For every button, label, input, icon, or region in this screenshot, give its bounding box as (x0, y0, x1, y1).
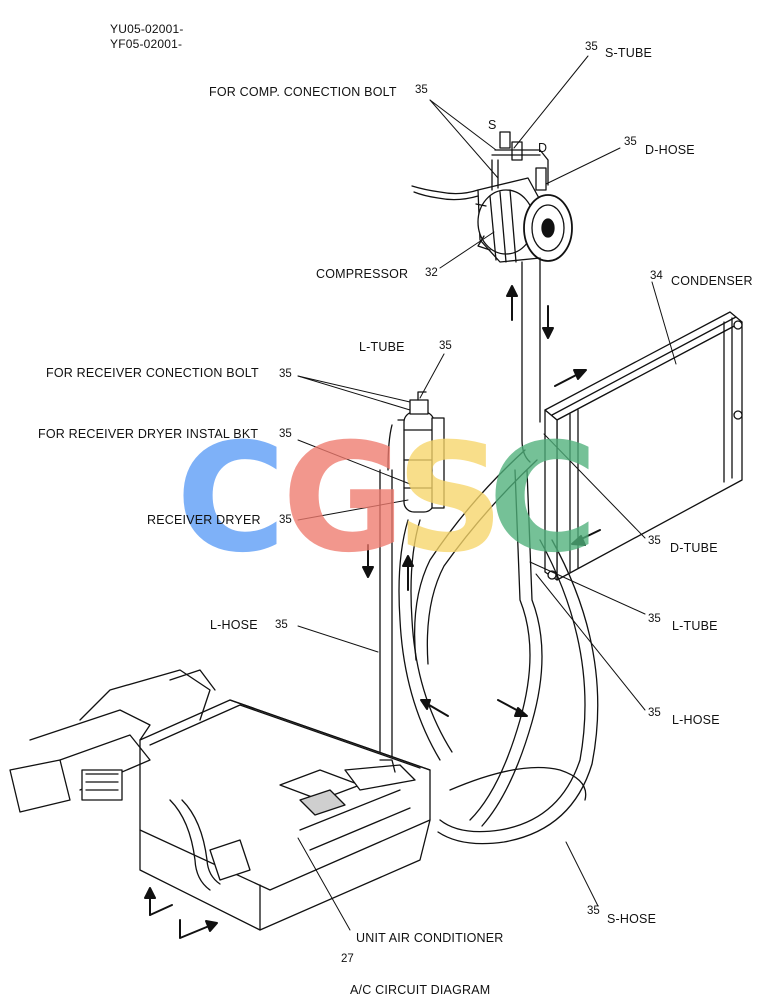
condenser-drawing (544, 311, 743, 581)
watermark-letter-c2: C (488, 412, 599, 586)
leader-lines (297, 55, 677, 931)
diagram-caption: A/C CIRCUIT DIAGRAM (350, 983, 491, 997)
num-receiver-bolt: 35 (279, 368, 292, 380)
label-d-tube: D-TUBE (670, 541, 718, 555)
label-unit-air-conditioner: UNIT AIR CONDITIONER (356, 931, 504, 945)
num-s-tube: 35 (585, 41, 598, 53)
num-l-hose-right: 35 (648, 707, 661, 719)
num-condenser: 34 (650, 270, 663, 282)
label-l-hose-right: L-HOSE (672, 713, 720, 727)
num-l-tube-top: 35 (439, 340, 452, 352)
watermark-letter-g: G (282, 412, 406, 586)
label-d-hose: D-HOSE (645, 143, 695, 157)
code-line-2: YF05-02001- (110, 37, 183, 51)
label-condenser: CONDENSER (671, 274, 753, 288)
label-l-tube-top: L-TUBE (359, 340, 405, 354)
num-comp-bolt: 35 (415, 84, 428, 96)
num-s-hose: 35 (587, 905, 600, 917)
label-d-mark: D (538, 141, 548, 155)
code-line-1: YU05-02001- (110, 22, 184, 36)
label-receiver-bolt: FOR RECEIVER CONECTION BOLT (46, 366, 259, 380)
label-l-tube-right: L-TUBE (672, 619, 718, 633)
num-l-tube-right: 35 (648, 613, 661, 625)
label-l-hose-left: L-HOSE (210, 618, 258, 632)
label-s-mark: S (488, 118, 497, 132)
num-l-hose-left: 35 (275, 619, 288, 631)
label-comp-bolt: FOR COMP. CONECTION BOLT (209, 85, 397, 99)
label-receiver-bkt: FOR RECEIVER DRYER INSTAL BKT (38, 427, 259, 441)
compressor-drawing (411, 131, 573, 263)
unit-air-conditioner-drawing (9, 669, 431, 931)
label-receiver-dryer: RECEIVER DRYER (147, 513, 261, 527)
watermark-letter-c1: C (176, 412, 287, 586)
refrigerant-hoses (379, 449, 599, 845)
num-unit-air-conditioner: 27 (341, 953, 354, 965)
flow-arrows (144, 285, 601, 939)
watermark-letter-s: S (396, 412, 505, 586)
num-d-tube: 35 (648, 535, 661, 547)
receiver-dryer-drawing (387, 391, 445, 513)
num-receiver-dryer: 35 (279, 514, 292, 526)
num-compressor: 32 (425, 267, 438, 279)
label-s-tube: S-TUBE (605, 46, 653, 60)
num-receiver-bkt: 35 (279, 428, 292, 440)
num-d-hose: 35 (624, 136, 637, 148)
label-compressor: COMPRESSOR (316, 267, 409, 281)
label-s-hose: S-HOSE (607, 912, 657, 926)
